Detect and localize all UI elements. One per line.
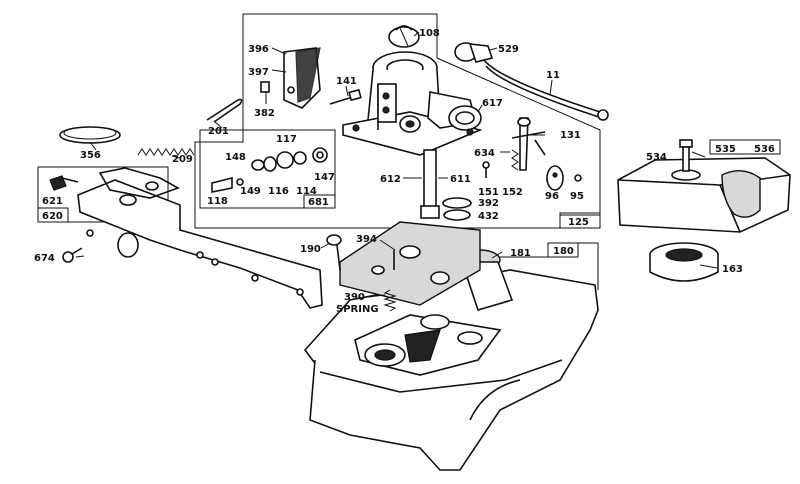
label-131: 131 xyxy=(560,130,581,141)
tank-group-frame xyxy=(500,242,599,290)
kit-681-tag xyxy=(303,194,336,209)
gasket-394 xyxy=(339,221,481,306)
label-141: 141 xyxy=(336,76,357,87)
screw-674 xyxy=(62,247,83,263)
label-382: 382 xyxy=(254,108,275,119)
label-108: 108 xyxy=(419,28,440,39)
label-390: 390 xyxy=(344,292,365,303)
label-149: 149 xyxy=(240,186,261,197)
screw-534 xyxy=(679,139,693,172)
air-cleaner-frame xyxy=(709,139,781,155)
label-394: 394 xyxy=(356,234,377,245)
label-432: 432 xyxy=(478,211,499,222)
kit-681-parts xyxy=(211,147,328,193)
label-621: 621 xyxy=(42,196,63,207)
screw-141 xyxy=(329,88,362,105)
leader-lines xyxy=(75,31,718,298)
o-rings-392-432 xyxy=(442,197,472,221)
ring-356 xyxy=(59,126,121,144)
group-125-tag xyxy=(559,212,601,229)
label-148: 148 xyxy=(225,152,246,163)
label-674: 674 xyxy=(34,253,55,264)
spring-209 xyxy=(137,148,195,156)
label-11: 11 xyxy=(546,70,560,81)
label-529: 529 xyxy=(498,44,519,55)
label-96: 96 xyxy=(545,191,559,202)
fuel-tank-180 xyxy=(303,249,599,471)
air-cleaner-body xyxy=(617,157,791,233)
label-617: 617 xyxy=(482,98,503,109)
label-535: 535 xyxy=(715,144,736,155)
label-534: 534 xyxy=(646,152,667,163)
label-209: 209 xyxy=(172,154,193,165)
spring-390 xyxy=(383,289,397,312)
label-147: 147 xyxy=(314,172,335,183)
link-201 xyxy=(206,98,243,123)
label-151: 151 xyxy=(478,187,499,198)
label-201: 201 xyxy=(208,126,229,137)
screw-95 xyxy=(574,174,582,182)
label-536: 536 xyxy=(754,144,775,155)
screw-190 xyxy=(326,234,342,271)
label-125: 125 xyxy=(568,217,589,228)
label-634: 634 xyxy=(474,148,495,159)
label-356: 356 xyxy=(80,150,101,161)
label-396: 396 xyxy=(248,44,269,55)
label-116: 116 xyxy=(268,186,289,197)
carburetor-body xyxy=(342,51,483,156)
label-620: 620 xyxy=(42,211,63,222)
fitting-529 xyxy=(454,42,494,63)
group-620-tag xyxy=(37,207,69,223)
clip-621 xyxy=(49,175,79,191)
label-180: 180 xyxy=(553,246,574,257)
filter-element-535 xyxy=(721,170,761,218)
label-spring: SPRING xyxy=(336,304,379,315)
label-611: 611 xyxy=(450,174,471,185)
label-95: 95 xyxy=(570,191,584,202)
air-filter-163 xyxy=(649,242,719,282)
label-152: 152 xyxy=(502,187,523,198)
spring-152 xyxy=(511,149,519,171)
label-181: 181 xyxy=(510,248,531,259)
label-117: 117 xyxy=(276,134,297,145)
label-392: 392 xyxy=(478,198,499,209)
label-397: 397 xyxy=(248,67,269,78)
float-bowl-top-108 xyxy=(388,25,420,48)
label-118: 118 xyxy=(207,196,228,207)
label-163: 163 xyxy=(722,264,743,275)
seat-96 xyxy=(546,165,564,191)
label-612: 612 xyxy=(380,174,401,185)
screw-151 xyxy=(482,161,490,178)
label-190: 190 xyxy=(300,244,321,255)
label-114: 114 xyxy=(296,186,317,197)
fuel-line-11 xyxy=(483,59,603,119)
needle-valve-131 xyxy=(511,117,546,171)
fuel-pipe-611 xyxy=(420,149,440,219)
label-681: 681 xyxy=(308,197,329,208)
control-bracket-620 xyxy=(77,167,323,309)
choke-396-397 xyxy=(260,47,321,109)
kit-681-frame xyxy=(199,129,336,209)
